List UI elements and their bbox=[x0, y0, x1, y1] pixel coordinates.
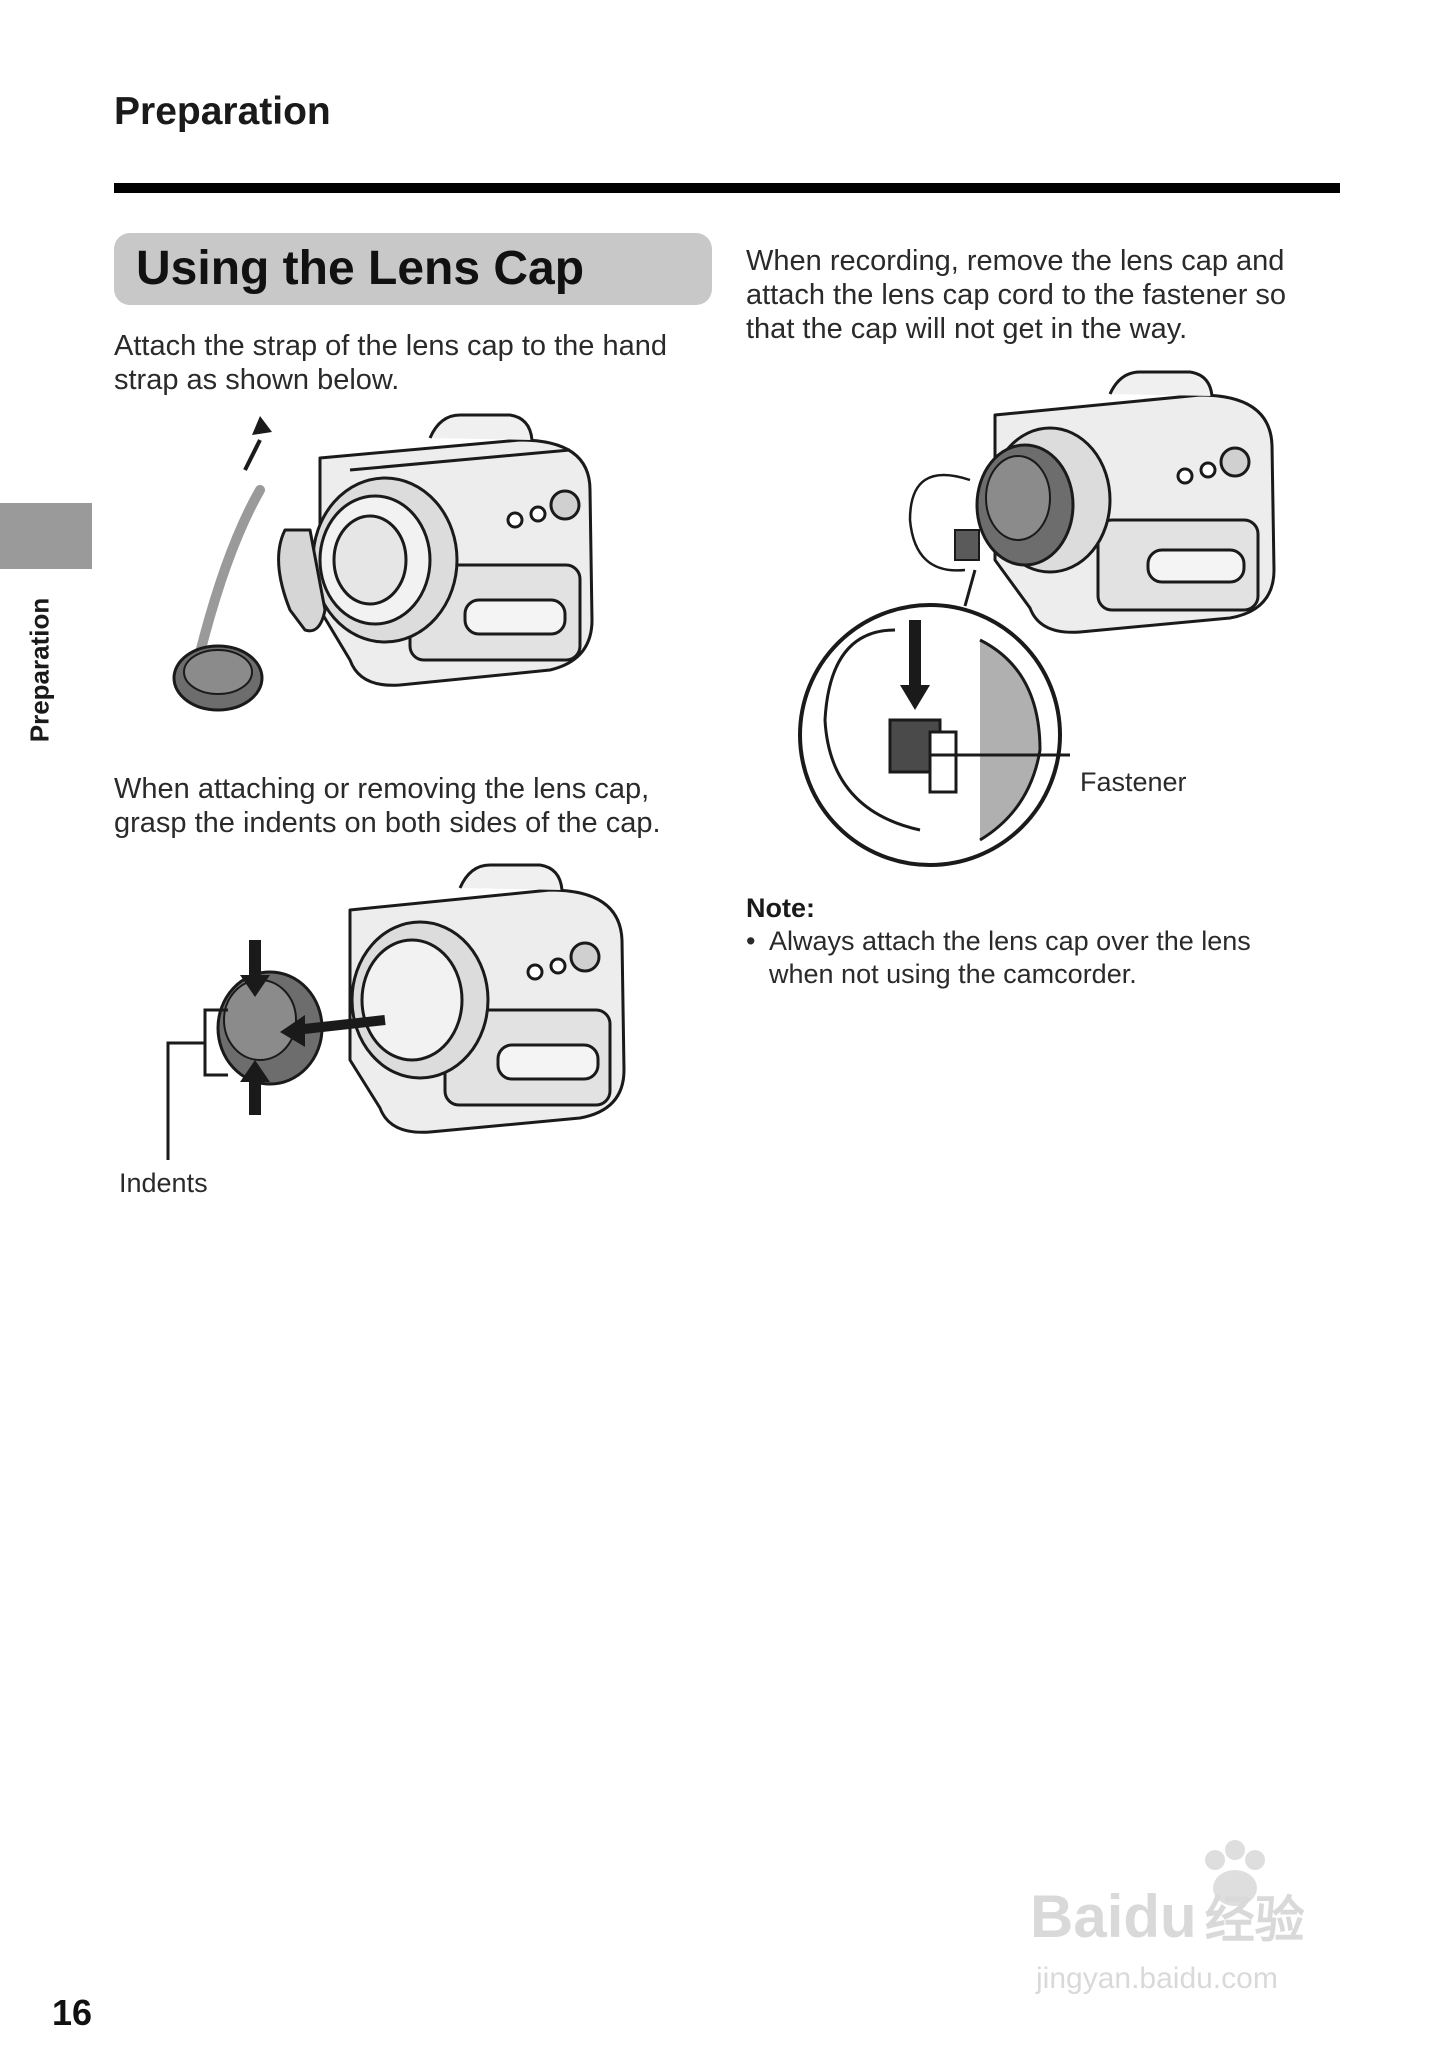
section-header: Preparation bbox=[114, 90, 331, 133]
header-rule bbox=[114, 183, 1340, 193]
left-paragraph-1-line-1: Attach the strap of the lens cap to the … bbox=[114, 330, 667, 362]
left-paragraph-2: When attaching or removing the lens cap,… bbox=[114, 772, 734, 840]
watermark-brand: Bai bbox=[1030, 1883, 1124, 1950]
note-bullet: • bbox=[746, 926, 756, 956]
watermark-url: jingyan.baidu.com bbox=[1036, 1962, 1278, 1995]
fastener-label: Fastener bbox=[1080, 767, 1187, 797]
right-paragraph-line-1: When recording, remove the lens cap and bbox=[746, 245, 1285, 277]
camcorder-cap-removal-illustration bbox=[166, 863, 626, 1160]
left-paragraph-1: Attach the strap of the lens cap to the … bbox=[114, 329, 734, 397]
left-paragraph-2-line-1: When attaching or removing the lens cap, bbox=[114, 773, 650, 805]
page-number: 16 bbox=[52, 1992, 93, 2033]
note-line-1: Always attach the lens cap over the lens bbox=[769, 926, 1251, 956]
note-line-2: when not using the camcorder. bbox=[769, 959, 1137, 989]
right-paragraph: When recording, remove the lens cap and … bbox=[746, 244, 1346, 346]
camcorder-fastener-illustration bbox=[798, 370, 1276, 867]
left-paragraph-2-line-2: grasp the indents on both sides of the c… bbox=[114, 807, 661, 839]
watermark-suffix: 经验 bbox=[1204, 1892, 1305, 1948]
right-paragraph-line-2: attach the lens cap cord to the fastener… bbox=[746, 279, 1287, 311]
indents-label: Indents bbox=[119, 1168, 208, 1198]
watermark-brand-du: du bbox=[1123, 1883, 1197, 1950]
left-paragraph-1-line-2: strap as shown below. bbox=[114, 364, 400, 396]
title-box: Using the Lens Cap bbox=[114, 233, 712, 305]
paw-icon bbox=[1205, 1840, 1265, 1906]
camcorder-strap-illustration bbox=[172, 413, 594, 712]
page-title: Using the Lens Cap bbox=[136, 242, 585, 295]
right-paragraph-line-3: that the cap will not get in the way. bbox=[746, 313, 1188, 345]
side-tab-label: Preparation bbox=[24, 597, 55, 743]
note-title: Note: bbox=[746, 893, 815, 923]
side-tab bbox=[0, 503, 92, 569]
note-text: Always attach the lens cap over the lens… bbox=[769, 925, 1349, 991]
